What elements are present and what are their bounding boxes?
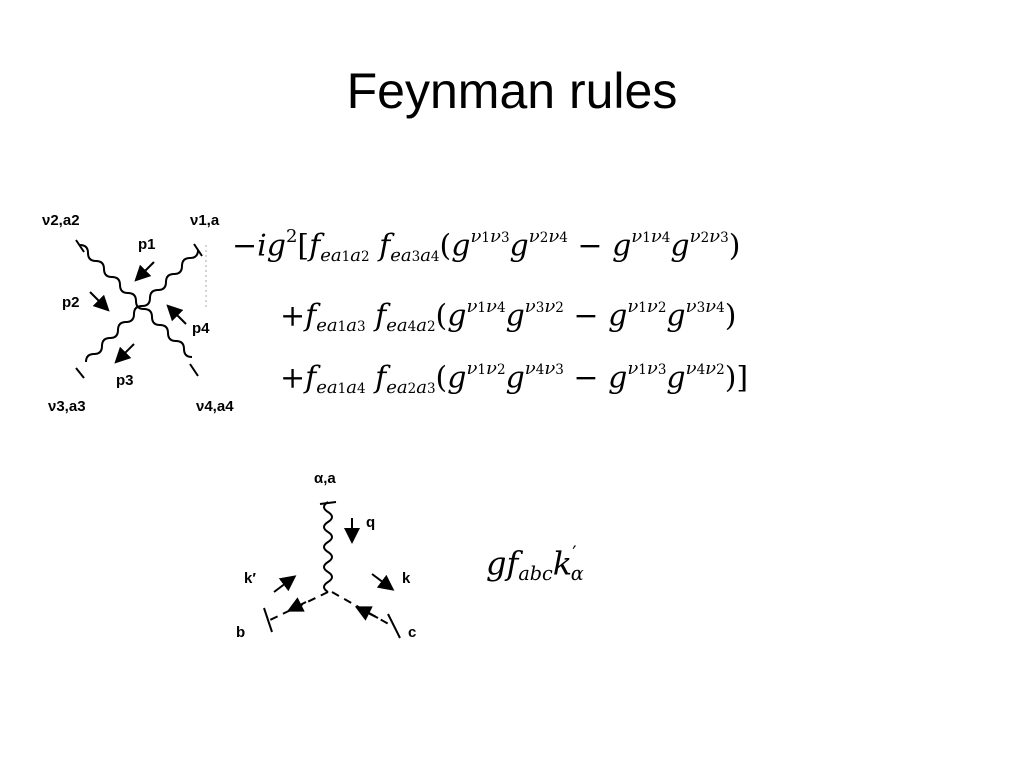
label-p4: p4: [192, 320, 210, 337]
four-gluon-equation-line-3: +fea1a4 fea2a3(gν1ν2gν4ν3 − gν1ν3gν4ν2)]: [280, 358, 749, 398]
ghost-vertex-diagram: [263, 501, 401, 639]
label-p1: p1: [138, 236, 156, 253]
label-bottom-right: ν4,a4: [196, 398, 234, 415]
label-p3: p3: [116, 372, 134, 389]
label-q: q: [366, 514, 376, 531]
label-top-left: ν2,a2: [42, 212, 80, 229]
label-k: k: [402, 570, 411, 587]
gluon-line-2: [85, 249, 199, 363]
label-c: c: [408, 624, 417, 641]
four-gluon-equation-line-2: +fea1a3 fea4a2(gν1ν4gν3ν2 − gν1ν2gν3ν4): [280, 296, 737, 336]
four-gluon-equation-line-1: −ig2[fea1a2 fea3a4(gν1ν3gν2ν4 − gν1ν4gν2…: [232, 226, 741, 266]
slide-title: Feynman rules: [346, 63, 678, 119]
four-gluon-vertex-diagram: [75, 239, 207, 379]
label-p2: p2: [62, 294, 80, 311]
ghost-vertex-equation: gfabck′α: [486, 542, 584, 586]
label-bottom-left: ν3,a3: [48, 398, 86, 415]
gluon-line-1: [79, 244, 193, 358]
label-k-prime: k′: [244, 570, 256, 587]
label-b: b: [236, 624, 246, 641]
label-top-right: ν1,a: [190, 212, 220, 229]
label-alpha-a: α,a: [314, 470, 336, 487]
ghost-line-right: [331, 591, 393, 627]
gluon-line: [323, 501, 333, 593]
